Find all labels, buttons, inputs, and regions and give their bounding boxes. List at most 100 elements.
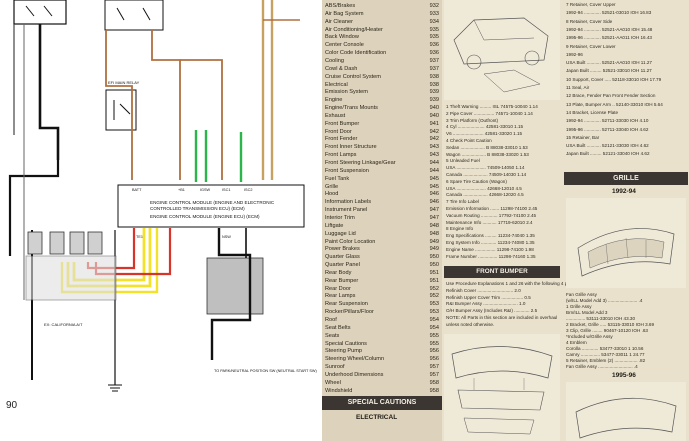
grille-parts-list: Fan Grille Assy (w/ILL Model Add 3) ....… — [566, 292, 688, 372]
index-section-name: Wheel — [325, 379, 341, 386]
grille-illustration-2 — [575, 397, 677, 439]
index-row: Air Bag System 933 — [325, 10, 441, 18]
labels-part-line: Canada ................... 42668-12020 4… — [446, 192, 524, 198]
index-section-name: Front Lamps — [325, 152, 357, 159]
bumper-note-line: Use Procedure Explanations 1 and 26 with… — [446, 281, 577, 286]
california-label: EX: CALIFORNIA A/T — [44, 322, 83, 327]
index-page-number: 938 — [429, 81, 439, 88]
pin-label: NSW — [222, 235, 231, 239]
index-section-name: ABS/Brakes — [325, 3, 356, 9]
index-section-name: Air Bag System — [325, 10, 364, 17]
index-page-number: 938 — [429, 73, 439, 80]
index-section-name: Cowl & Dash — [325, 65, 358, 72]
index-page-number: 954 — [429, 324, 439, 331]
index-section-name: Steering Pump — [325, 348, 363, 355]
labels-part-line: 4 Cyl ..................... 42581-33010 … — [446, 124, 524, 130]
index-section-name: Exhaust — [325, 112, 346, 119]
pin-label: ISC2 — [244, 188, 252, 192]
grille-part-line: 1 Grille Assy — [566, 304, 592, 309]
grille-illustration-1 — [577, 228, 675, 277]
index-page-number: 950 — [429, 254, 439, 261]
index-page-number: 957 — [429, 364, 439, 371]
bumper-exploded-illustration — [451, 346, 553, 435]
index-page-number: 958 — [429, 387, 439, 394]
index-section-name: Roof — [325, 317, 337, 323]
index-page-number: 953 — [429, 309, 439, 316]
index-section-name: Interior Trim — [325, 214, 355, 221]
car-labels-illustration — [453, 17, 549, 93]
index-section-name: Rear Door — [325, 285, 351, 292]
labels-part-line: USA ....................... 74509-14050 … — [446, 165, 525, 171]
bumper-note-line: Refinish Cover .........................… — [446, 287, 521, 293]
grille-part-line: 5 Retainer, Emblem (2) .................… — [566, 358, 646, 363]
bumper-part-line: 13 Plate, Bumper Arm .. 52140-33010 IOH … — [566, 101, 663, 107]
index-section-name: Front Steering Linkage/Gear — [325, 160, 396, 166]
year-range-1: 1992-94 — [612, 188, 636, 195]
labels-diagram — [444, 0, 560, 100]
index-section-name: Cruise Control System — [325, 73, 381, 80]
index-section-name: Air Conditioning/Heater — [325, 26, 383, 33]
index-section-name: Rear Lamps — [325, 293, 356, 300]
index-page-number: 934 — [429, 18, 439, 25]
labels-part-line: Emission Information ....... 11298-74100… — [446, 206, 538, 211]
bumper-note-line: R&I Bumper Assy ........................… — [446, 301, 526, 307]
grille-part-line: (w/ILL Model Add 3) ....................… — [566, 298, 643, 303]
labels-part-line: 3 Trim Platform (Outfront) — [446, 117, 499, 123]
bumper-part-line: 7 Retainer, Cover Upper — [566, 2, 616, 7]
index-page-number: 940 — [429, 105, 439, 112]
index-page-number: 949 — [429, 238, 439, 245]
index-page-number: 953 — [429, 301, 439, 308]
index-section-name: Underhood Dimensions — [325, 371, 384, 378]
front-bumper-notes: Use Procedure Explanations 1 and 26 with… — [446, 281, 576, 331]
index-page-number: 933 — [429, 10, 439, 17]
index-section-name: Fuel Tank — [325, 175, 350, 182]
labels-part-line: Frame Number ............... 11298-74160… — [446, 253, 536, 259]
year-range-2: 1995-96 — [612, 372, 636, 379]
index-page-number: 947 — [429, 207, 439, 214]
bumper-note-line: unless noted otherwise. — [446, 321, 495, 327]
grille-part-line: *Included w/Grille Assy — [566, 334, 613, 339]
index-page-number: 937 — [429, 65, 439, 72]
labels-part-line: Engine Name ................ 11298-74100… — [446, 246, 534, 252]
index-page-number: 951 — [429, 269, 439, 276]
grille-part-line: 4 Emblem — [566, 340, 587, 345]
index-section-name: Luggage Lid — [325, 230, 356, 237]
index-section-name: Front Fender — [325, 136, 358, 143]
index-section-name: Rear Body — [325, 269, 352, 276]
bumper-part-line: 11 Seal, Air — [566, 85, 590, 90]
index-section-name: Cooling — [325, 57, 344, 64]
index-page-number: 954 — [429, 317, 439, 323]
electrical-heading: ELECTRICAL — [356, 414, 398, 421]
labels-parts-list: 1 Theft Warning ......... ISL 74575-1004… — [446, 104, 560, 264]
bumper-part-line: 10 Support, Cover ..... 52118-33010 IOH … — [566, 76, 662, 82]
index-page-number: 941 — [429, 120, 439, 127]
index-section-name: Rear Suspension — [325, 301, 368, 308]
index-section-name: Color Code Identification — [325, 50, 387, 57]
index-page-number: 939 — [429, 97, 439, 104]
grille-part-line: 3 Clip, Grille ........ 90467-10120 IOH … — [566, 328, 648, 333]
bumper-part-line: USA Built ........... 52521-AA010 IOH 11… — [566, 60, 652, 66]
ign-switch-box — [104, 0, 164, 31]
index-section-name: Liftgate — [325, 222, 344, 229]
index-section-name: Information Labels — [325, 199, 372, 206]
bumper-part-line: 1992-94 ............. 52711-33030 IOH 4.… — [566, 118, 649, 124]
